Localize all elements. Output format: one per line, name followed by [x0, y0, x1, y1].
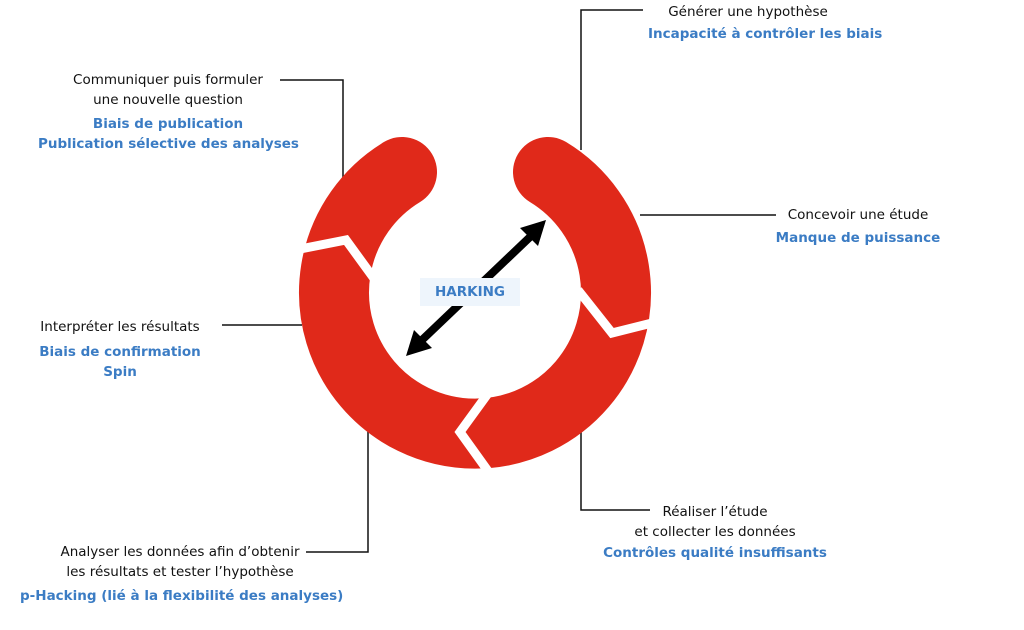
connector-communicate: [280, 79, 344, 178]
stage-bias: Spin: [103, 364, 137, 380]
stage-bias: Contrôles qualité insuffisants: [603, 545, 827, 561]
stage-title: Interpréter les résultats: [40, 319, 200, 335]
stage-bias: Biais de publication: [92, 116, 244, 132]
stage-title: Générer une hypothèse: [668, 4, 828, 20]
stage-bias: Manque de puissance: [775, 230, 941, 246]
stage-conduct: Réaliser l’étude et collecter les donnée…: [595, 502, 835, 563]
stage-design: Concevoir une étude Manque de puissance: [758, 205, 958, 248]
stage-title: Analyser les données afin d’obtenir: [60, 544, 300, 560]
ring-separators: [289, 235, 670, 481]
stage-bias: Publication sélective des analyses: [38, 136, 299, 152]
stage-title: une nouvelle question: [93, 92, 243, 108]
connectors: [222, 9, 776, 553]
stage-title: les résultats et tester l’hypothèse: [66, 564, 294, 580]
stage-generate: Générer une hypothèse Incapacité à contr…: [648, 2, 883, 44]
center-label: HARKING: [420, 278, 520, 306]
stage-title: et collecter les données: [634, 524, 796, 540]
stage-bias: Incapacité à contrôler les biais: [648, 26, 883, 42]
stage-communicate: Communiquer puis formuler une nouvelle q…: [38, 70, 299, 154]
stage-analyse: Analyser les données afin d’obtenir les …: [20, 542, 344, 606]
stage-title: Réaliser l’étude: [662, 504, 768, 520]
stage-interpret: Interpréter les résultats Biais de confi…: [20, 317, 220, 382]
stage-bias: p-Hacking (lié à la flexibilité des anal…: [20, 588, 344, 604]
stage-title: Concevoir une étude: [787, 207, 929, 223]
stage-title: Communiquer puis formuler: [73, 72, 263, 88]
connector-generate: [580, 9, 643, 150]
cycle-ring: [299, 137, 651, 469]
connector-analyse: [306, 430, 369, 553]
connector-conduct: [580, 430, 650, 511]
stage-bias: Biais de confirmation: [39, 344, 201, 360]
